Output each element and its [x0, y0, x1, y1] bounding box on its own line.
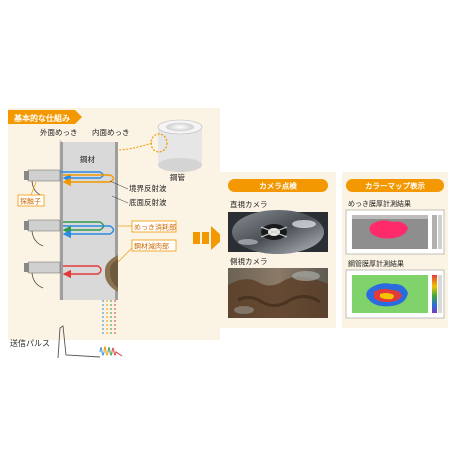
- camera-header: [228, 179, 328, 192]
- signal-lines: [102, 300, 116, 335]
- label-boundary-wave: 境界反射波: [129, 183, 167, 193]
- pipe-illustration: [117, 119, 203, 172]
- colormap-header: [346, 179, 444, 192]
- label-pulse: 送信パルス: [10, 338, 50, 348]
- label-front-camera: 直視カメラ: [230, 199, 268, 209]
- label-outer-plating: 外面めっき: [40, 127, 78, 137]
- left-header-text: 基本的な仕組み: [13, 113, 70, 123]
- side-camera-image: [228, 268, 328, 318]
- label-probe: 探触子: [20, 197, 41, 206]
- plating-colormap: [345, 209, 445, 255]
- left-header: 基本的な仕組み: [8, 110, 82, 124]
- camera-header-text: カメラ点検: [259, 181, 297, 191]
- front-camera-image: [228, 210, 328, 254]
- steel-loss-box: [131, 239, 177, 252]
- steel-colormap: [345, 269, 445, 319]
- waves-probe-2: [62, 221, 115, 239]
- flow-arrow: [193, 226, 224, 250]
- label-plating-loss: めっき消耗部: [134, 223, 176, 232]
- pulse-waveform: [57, 325, 123, 359]
- label-side-camera: 側視カメラ: [230, 256, 268, 266]
- label-steel-result: 鋼管膜厚計測結果: [348, 259, 404, 268]
- label-bottom-wave: 底面反射波: [129, 197, 167, 207]
- label-steel-loss: 鋼材減肉部: [134, 242, 169, 251]
- waves-probe-1: [60, 171, 115, 187]
- label-steel: 鋼材: [80, 154, 95, 164]
- probe-3: [24, 261, 61, 289]
- steel-plate: [59, 139, 118, 300]
- waves-probe-3: [62, 265, 102, 279]
- label-inner-plating: 内面めっき: [92, 127, 130, 137]
- plating-loss-box: [131, 220, 177, 233]
- probe-2: [24, 219, 61, 247]
- label-pipe: 鋼管: [170, 172, 185, 182]
- colormap-header-text: カラーマップ表示: [365, 181, 425, 191]
- label-plating-result: めっき膜厚計測結果: [348, 199, 411, 208]
